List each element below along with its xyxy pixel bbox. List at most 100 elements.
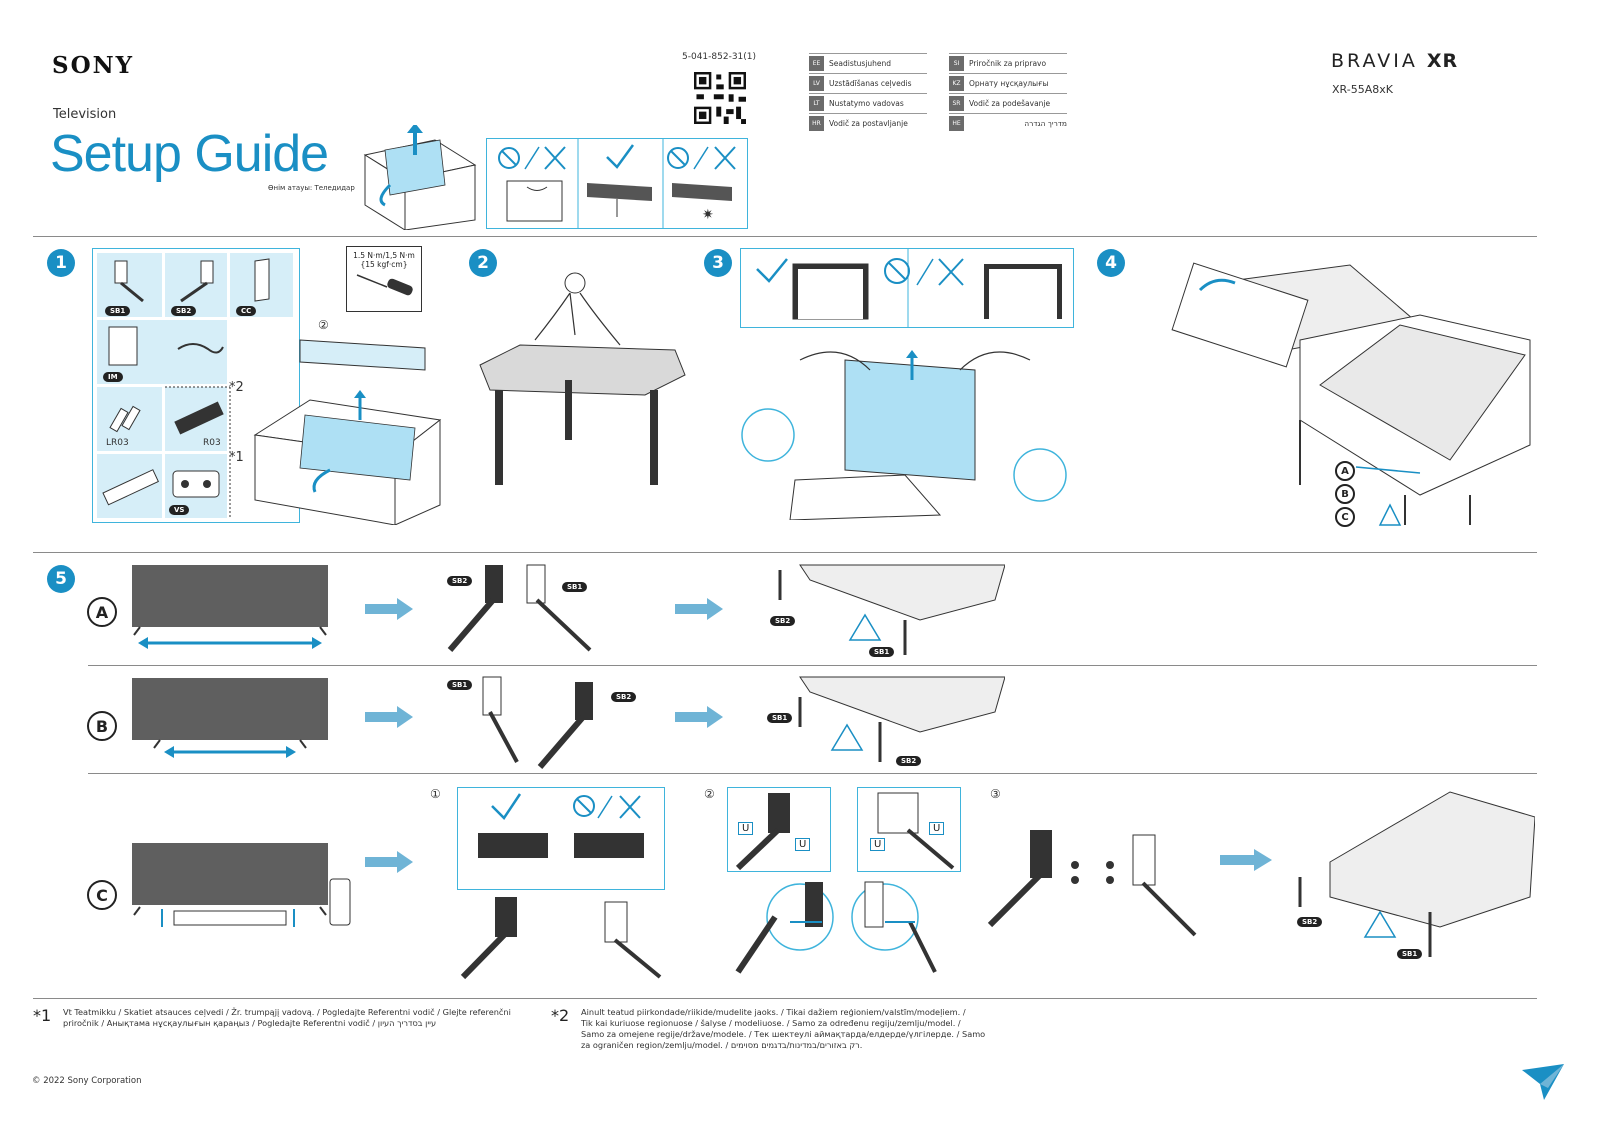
model-number: XR-55A8xK: [1332, 83, 1393, 96]
part-label-r03: R03: [203, 438, 221, 448]
language-row: KZ Орнату нұсқаулығы: [949, 73, 1067, 92]
option-b-attached-sb1: SB1: [767, 713, 793, 723]
option-b-stand-drawing: [482, 676, 593, 769]
place-tv-on-table-illustration: [1171, 262, 1531, 526]
lift-tv-from-box-illustration: [741, 350, 1067, 520]
bravia-text: BRAVIA: [1331, 50, 1418, 72]
step4-marker-b: B: [1335, 484, 1355, 504]
footnote-2-line-1: Ainult teatud piirkondade/riikide/mudeli…: [581, 1007, 966, 1017]
language-name: Uzstādīšanas ceļvedis: [829, 78, 912, 88]
screwdriver-icon: [356, 274, 413, 296]
language-name: Vodič za postavljanje: [829, 118, 908, 128]
arrow-right-b1: [365, 706, 413, 728]
divider-a-b: [88, 665, 1537, 666]
footnote-1-mark: *1: [33, 1006, 52, 1025]
copyright: © 2022 Sony Corporation: [32, 1076, 142, 1086]
footnote-2-mark: *2: [551, 1006, 570, 1025]
option-c-u-panel-right: [857, 787, 961, 872]
lift-caution-panel: [740, 248, 1074, 328]
part-label-sb2: SB2: [171, 306, 197, 316]
language-row: SI Priročnik za pripravo: [949, 53, 1067, 72]
category-label: Television: [53, 107, 117, 122]
option-a-label-sb1: SB1: [562, 582, 588, 592]
language-code: LT: [809, 95, 824, 111]
option-c-bracket-detail: [735, 881, 937, 974]
footnote-2-line-4: za ograničen region/zemlju/model. / רק ב…: [581, 1040, 863, 1050]
language-code: KZ: [949, 75, 964, 91]
language-name: Priročnik za pripravo: [969, 58, 1047, 68]
language-name: Seadistusjuhend: [829, 58, 892, 68]
unpack-box-illustration: [253, 339, 442, 525]
divider-footer: [33, 998, 1537, 999]
option-c-attach-screws: [987, 830, 1197, 937]
arrow-right-c1: [365, 851, 413, 873]
language-name: Nustatymo vadovas: [829, 98, 904, 108]
handling-caution-panel: ✷: [486, 138, 748, 229]
option-b-label-sb1: SB1: [447, 680, 473, 690]
part-label-sb1: SB1: [105, 306, 131, 316]
unboxing-illustration: [363, 125, 477, 230]
option-b-marker: B: [87, 711, 117, 741]
footnote-1-line-2: priročnik / Анықтама нұсқаулығын қараңыз…: [63, 1018, 437, 1028]
step-3-number: 3: [704, 249, 732, 277]
torque-value: 1.5 N·m/1,5 N·m: [353, 251, 415, 260]
option-b-label-sb2: SB2: [611, 692, 637, 702]
brand-logo: SONY: [52, 52, 135, 79]
accessories-panel: SB1 SB2 CC IM LR03 R03 VS: [92, 248, 300, 523]
part-label-im: IM: [103, 372, 123, 382]
language-code: LV: [809, 75, 824, 91]
table-person-illustration: [479, 272, 686, 485]
bravia-xr-logo: BRAVIA XR: [1331, 50, 1458, 72]
footnote-1-line-1: Vt Teatmikku / Skatiet atsauces ceļvedi …: [63, 1007, 511, 1017]
option-c-attached-sb1: SB1: [1397, 949, 1423, 959]
u-mark-1: U: [738, 822, 754, 835]
option-b-attached-sb2: SB2: [896, 756, 922, 766]
part-label-lr03: LR03: [106, 438, 129, 448]
option-a-tv: [132, 565, 328, 627]
step4-marker-c: C: [1335, 507, 1355, 527]
step-1-number: 1: [47, 249, 75, 277]
language-code: EE: [809, 55, 824, 71]
option-b-narrow-stance: [153, 739, 307, 758]
language-name: Vodič za podešavanje: [969, 98, 1051, 108]
language-code: SI: [949, 55, 964, 71]
footnote-mark-1: *1: [229, 450, 244, 465]
language-name: Орнату нұсқаулығы: [969, 78, 1049, 88]
arrow-right-a1: [365, 598, 413, 620]
step-4-number: 4: [1097, 249, 1125, 277]
language-row: HR Vodič za postavljanje: [809, 113, 927, 132]
option-a-marker: A: [87, 597, 117, 627]
torque-value-kgf: {15 kgf·cm}: [360, 260, 408, 269]
option-c-attached-sb2: SB2: [1297, 917, 1323, 927]
divider-b-c: [88, 773, 1537, 774]
option-a-attached-illustration: [778, 564, 1005, 655]
language-code: HR: [809, 115, 824, 131]
option-c-sub-1: ①: [430, 787, 441, 801]
footnote-mark-2: *2: [229, 380, 244, 395]
option-b-tv: [132, 678, 328, 740]
footnote-2-text: Ainult teatud piirkondade/riikide/mudeli…: [581, 1007, 985, 1051]
option-b-attached-illustration: [798, 676, 1005, 762]
option-a-wide-stance: [133, 626, 327, 649]
page-title: Setup Guide: [50, 125, 329, 183]
step-5-number: 5: [47, 565, 75, 593]
arrow-right-c2: [1220, 849, 1272, 871]
accessory-drawings: [102, 258, 270, 518]
option-a-stand-drawing: [447, 564, 592, 652]
option-c-screw-caution: [457, 787, 665, 890]
option-c-marker: C: [87, 880, 117, 910]
arrow-right-a2: [675, 598, 723, 620]
part-number: 5-041-852-31(1): [682, 52, 757, 62]
option-a-attached-sb2: SB2: [770, 616, 796, 626]
divider-2: [33, 552, 1537, 553]
option-a-attached-sb1: SB1: [869, 647, 895, 657]
paper-plane-logo-icon: [1522, 1064, 1564, 1100]
option-c-screw-bracket: [460, 897, 662, 980]
option-c-sub-3: ③: [990, 787, 1001, 801]
language-row: EE Seadistusjuhend: [809, 53, 927, 72]
arrow-right-b2: [675, 706, 723, 728]
